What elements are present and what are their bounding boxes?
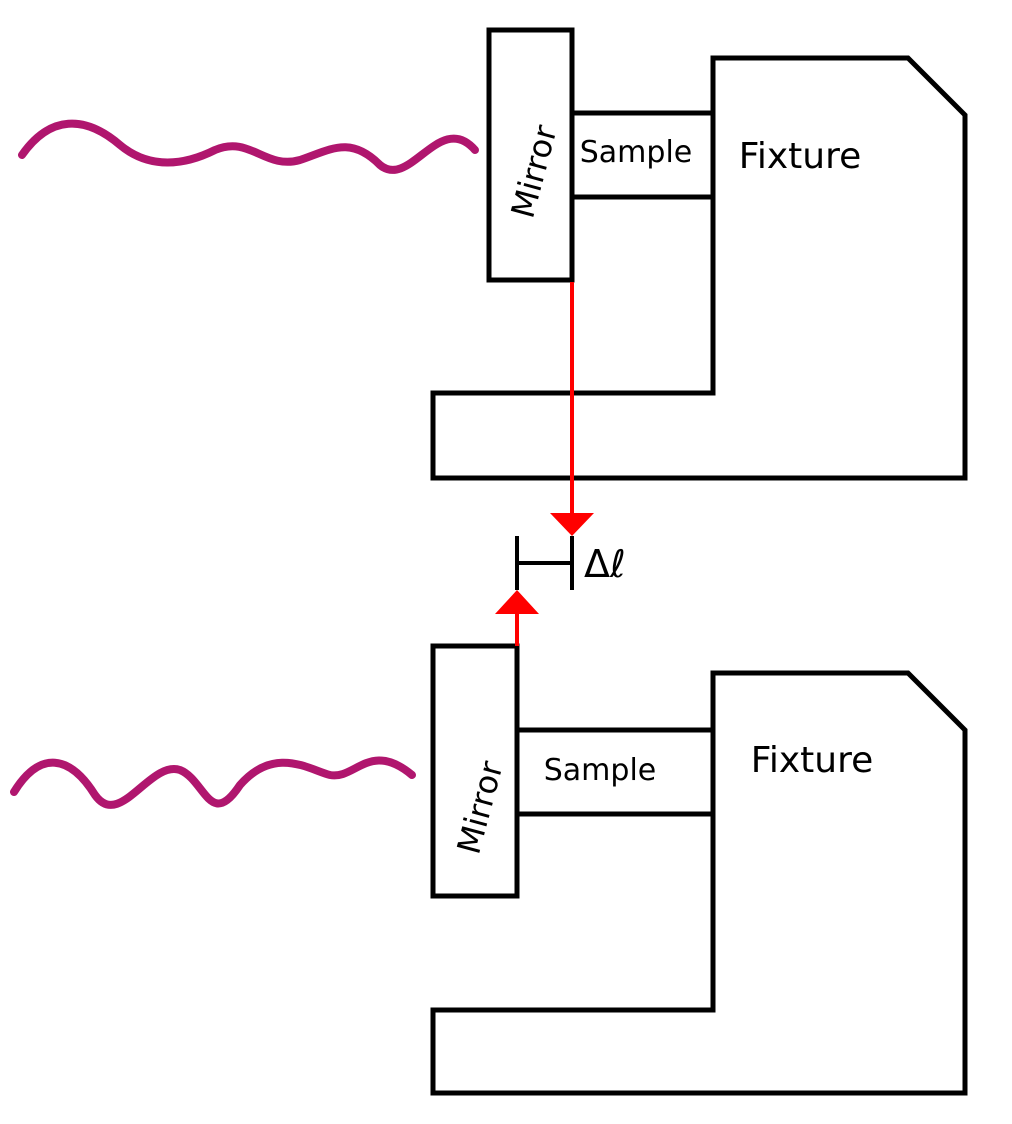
bottom-fixture bbox=[430, 670, 968, 1096]
bottom-beam-arrowhead-icon bbox=[495, 590, 539, 614]
bottom-wave-icon bbox=[10, 756, 416, 809]
bottom-mirror bbox=[430, 643, 520, 899]
gap-delta-label: Δℓ bbox=[584, 542, 626, 586]
top-mirror bbox=[486, 27, 575, 283]
top-fixture bbox=[430, 55, 968, 481]
top-beam-arrowhead-icon bbox=[550, 513, 594, 536]
top-assembly: Mirror Sample Fixture bbox=[18, 27, 968, 481]
bottom-assembly: Mirror Sample Fixture bbox=[10, 643, 968, 1096]
displacement-indicator: Δℓ bbox=[495, 282, 626, 646]
bottom-sample-label: Sample bbox=[544, 753, 657, 788]
top-sample bbox=[569, 110, 716, 200]
bottom-fixture-label: Fixture bbox=[751, 740, 873, 781]
top-fixture-label: Fixture bbox=[739, 136, 861, 177]
top-wave-icon bbox=[18, 119, 479, 174]
top-sample-label: Sample bbox=[580, 135, 693, 170]
